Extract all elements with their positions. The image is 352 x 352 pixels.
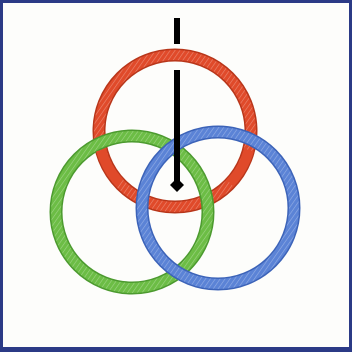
pointer-line [170,18,184,192]
